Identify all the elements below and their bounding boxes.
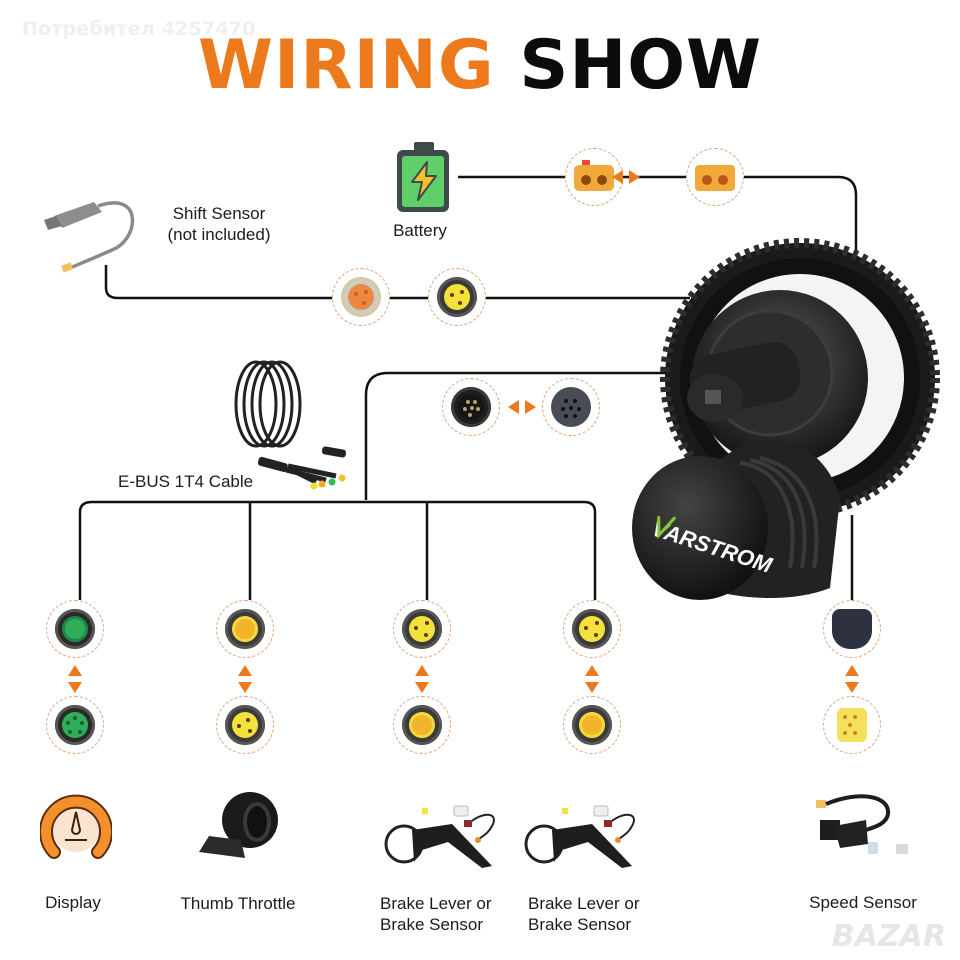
yellow-3pin-connector: [428, 268, 486, 326]
shift-sensor-label-line1: Shift Sensor: [172, 204, 266, 223]
double-arrow-icon: [68, 665, 82, 693]
8pin-female-connector: [542, 378, 600, 436]
yellow-3pin-female-connector: [216, 696, 274, 754]
double-arrow-icon: [508, 400, 536, 414]
green-6pin-male-connector: [46, 600, 104, 658]
shift-sensor-icon: [44, 201, 135, 273]
brake-lever-icon: [384, 805, 495, 868]
motor-bus-wire: [364, 371, 668, 500]
thumb-throttle-icon: [199, 792, 278, 858]
brake-label-line2: Brake Sensor: [528, 915, 631, 934]
mid-drive-motor-image: VARSTROM: [632, 238, 940, 600]
brake-label-line2: Brake Sensor: [380, 915, 483, 934]
speed-sensor-label-text: Speed Sensor: [809, 893, 917, 912]
xt60-male-connector: [686, 148, 744, 206]
branch-bus-wire: [78, 500, 597, 600]
page-title: WIRING SHOW: [0, 26, 960, 106]
battery-wire: [458, 175, 858, 262]
title-word-show: SHOW: [519, 26, 763, 105]
8pin-male-connector: [442, 378, 500, 436]
yellow-3pin-male-connector: [216, 600, 274, 658]
battery-label: Battery: [393, 221, 447, 240]
shift-sensor-label-line2: (not included): [167, 225, 271, 244]
brake-sensor-label-1: Brake Lever or Brake Sensor: [380, 893, 518, 935]
watermark-text: Потребител 4257470: [22, 18, 256, 40]
green-6pin-female-connector: [46, 696, 104, 754]
brake-sensor-label-2: Brake Lever or Brake Sensor: [528, 893, 666, 935]
yellow-2pin-male-connector: [563, 696, 621, 754]
double-arrow-icon: [238, 665, 252, 693]
ebus-cable-icon: [234, 360, 347, 490]
bazar-watermark: BAZAR: [831, 919, 946, 954]
yellow-2pin-male-connector: [393, 696, 451, 754]
brake-lever-icon: [524, 805, 635, 868]
yellow-2pin-female-connector: [393, 600, 451, 658]
orange-3pin-connector: [332, 268, 390, 326]
yellow-2pin-female-connector: [563, 600, 621, 658]
brake-label-line1: Brake Lever or: [380, 894, 492, 913]
battery-icon: [397, 142, 449, 212]
double-arrow-icon: [585, 665, 599, 693]
shift-sensor-label: Shift Sensor (not included): [150, 203, 288, 245]
display-label-text: Display: [45, 893, 101, 912]
thumb-throttle-label: Thumb Throttle: [170, 893, 306, 914]
title-word-wiring: WIRING: [197, 26, 495, 105]
speed-sensor-label: Speed Sensor: [796, 892, 930, 913]
thumb-throttle-label-text: Thumb Throttle: [180, 894, 296, 913]
ebus-cable-label: E-BUS 1T4 Cable: [118, 472, 254, 491]
double-arrow-icon: [845, 665, 859, 693]
double-arrow-icon: [612, 170, 640, 184]
speed-sensor-icon: [816, 794, 908, 854]
speedometer-icon: [40, 794, 112, 859]
display-label: Display: [20, 892, 126, 913]
brake-label-line1: Brake Lever or: [528, 894, 640, 913]
yellow-6pin-male-connector: [823, 696, 881, 754]
shift-sensor-wire: [104, 265, 690, 300]
double-arrow-icon: [415, 665, 429, 693]
speed-sensor-socket-connector: [823, 600, 881, 658]
